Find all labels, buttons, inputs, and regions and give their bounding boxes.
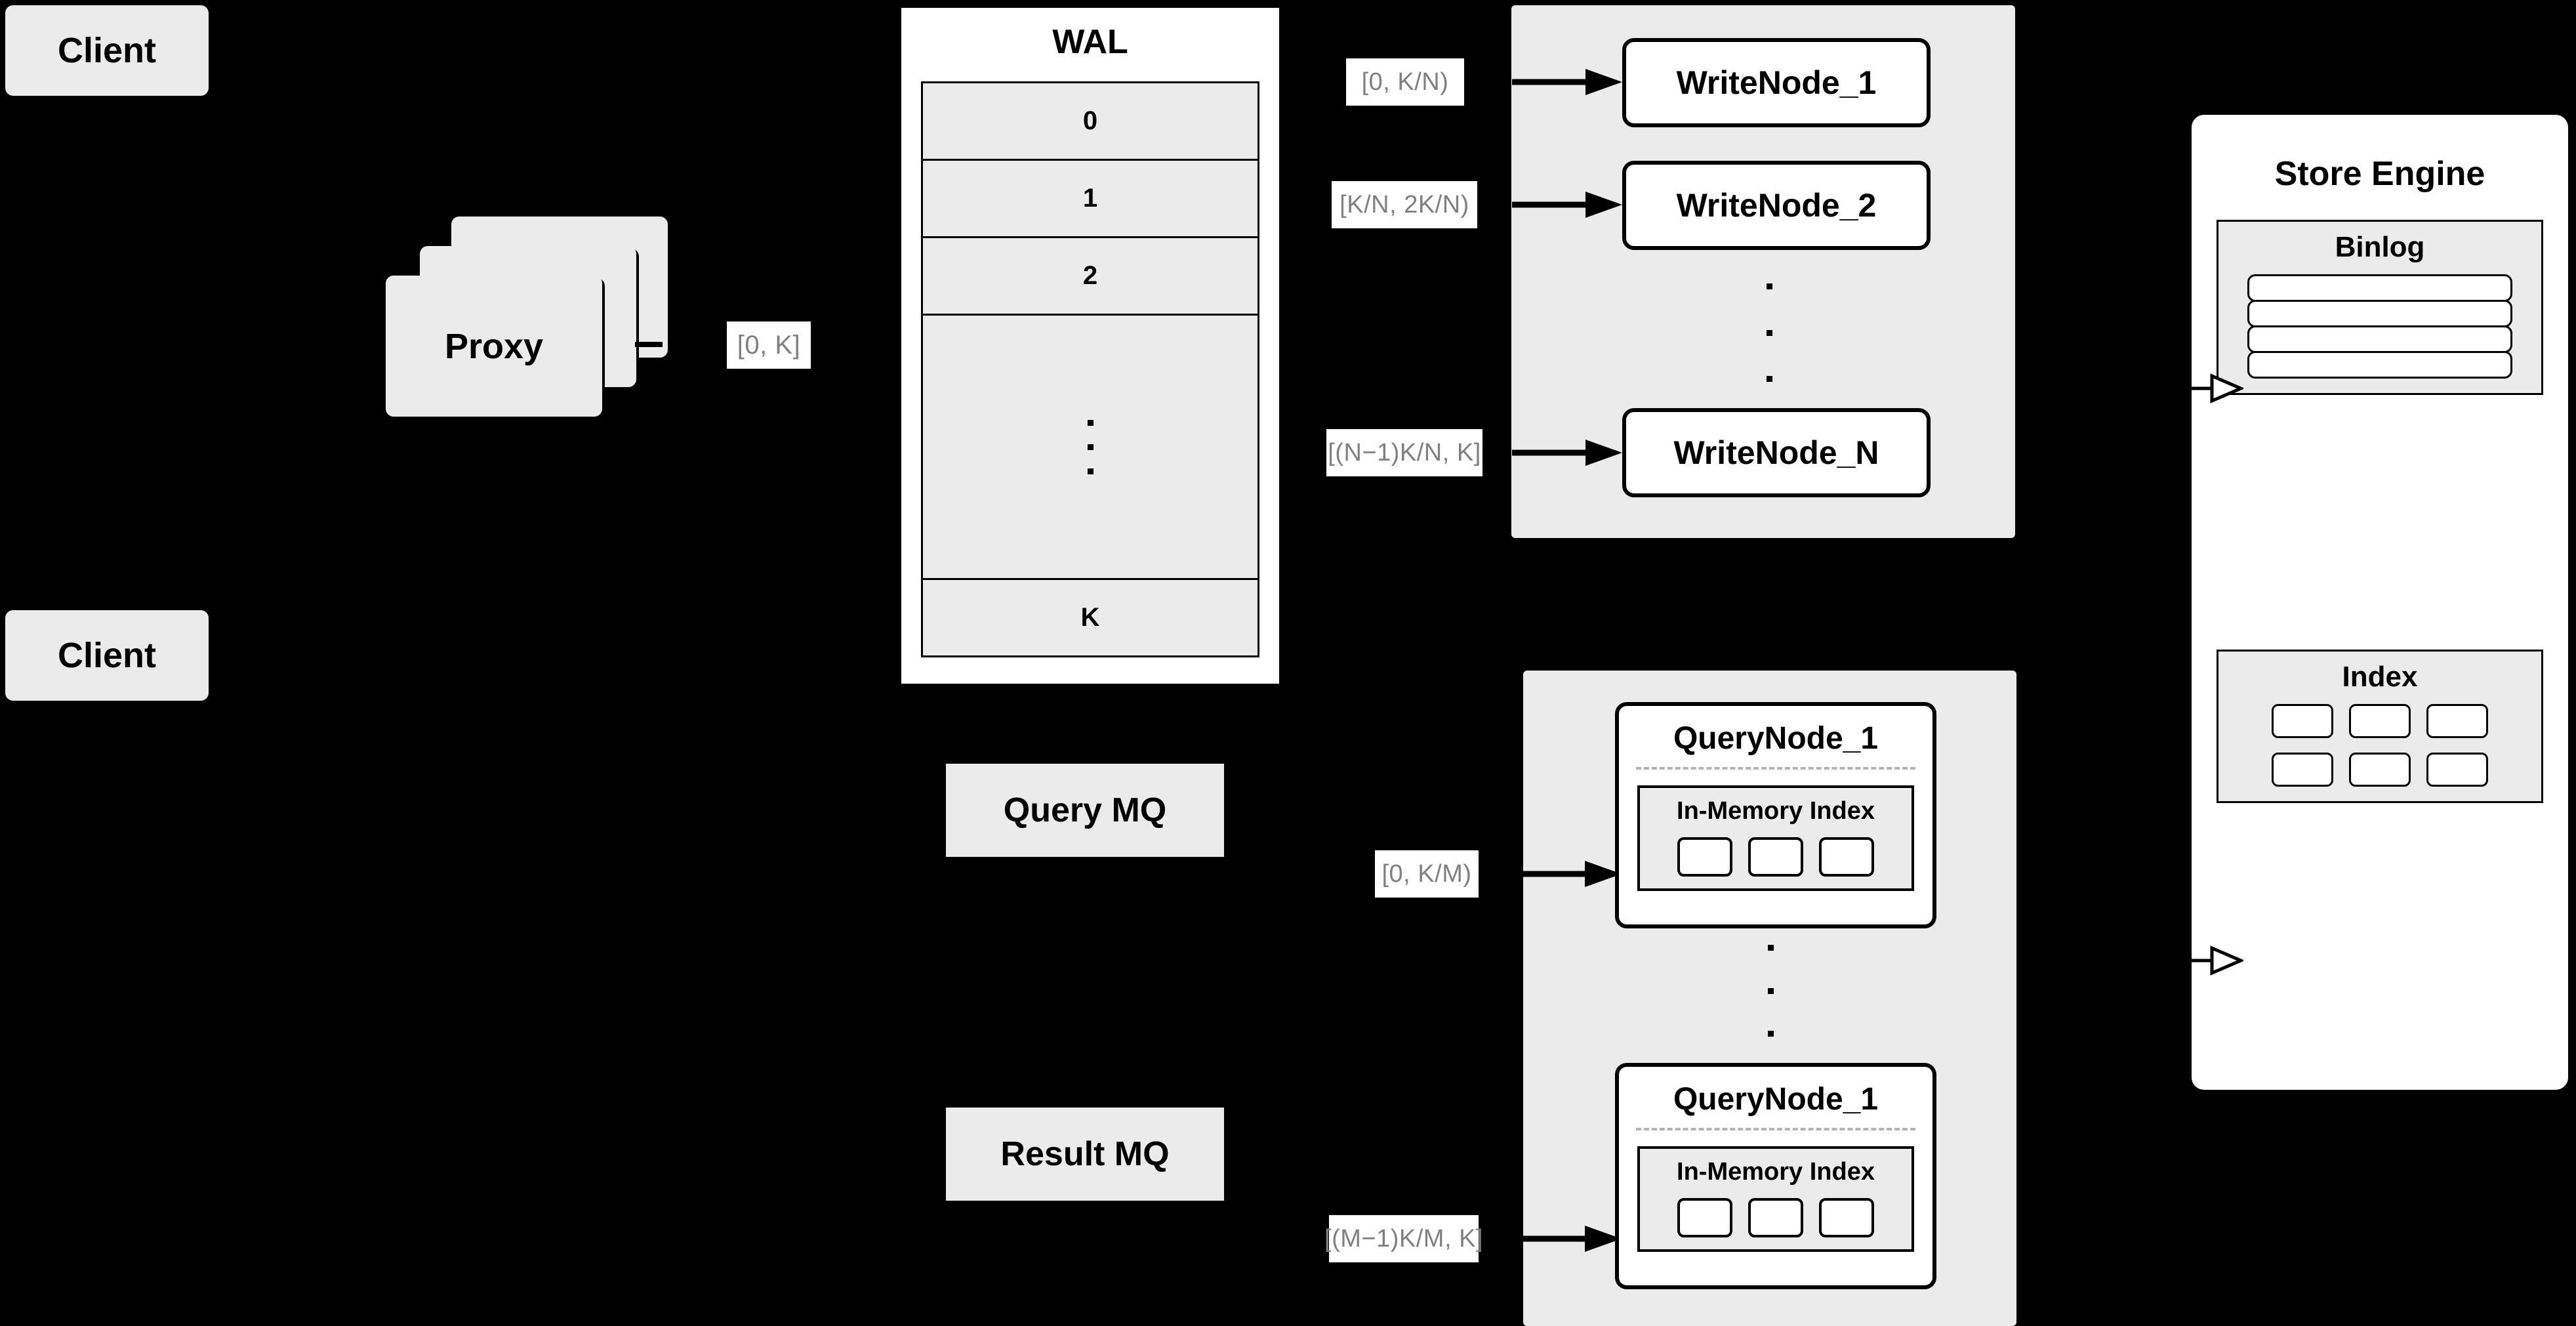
write-cluster-ellipsis bbox=[1765, 283, 1774, 382]
binlog-entry bbox=[2247, 274, 2512, 302]
wal-row: K bbox=[923, 580, 1257, 655]
wal-row: 2 bbox=[923, 238, 1257, 316]
index-title: Index bbox=[2342, 661, 2418, 693]
binlog-entry bbox=[2247, 325, 2512, 353]
write-node-2[interactable]: WriteNode_2 bbox=[1622, 161, 1931, 250]
index-segment bbox=[1677, 837, 1732, 877]
wal-row: 1 bbox=[923, 161, 1257, 238]
binlog-entry bbox=[2247, 351, 2512, 379]
wal-title: WAL bbox=[1052, 23, 1128, 61]
result-mq-label: Result MQ bbox=[1000, 1135, 1170, 1173]
query-node-1-separator bbox=[1636, 767, 1915, 770]
wal-row: 0 bbox=[923, 83, 1257, 161]
write-node-range-label-2: [K/N, 2K/N) bbox=[1332, 181, 1477, 228]
proxy-label: Proxy bbox=[444, 326, 544, 366]
proxy-connector-stub bbox=[635, 342, 663, 347]
query-node-arrow-m bbox=[1477, 1226, 1622, 1252]
index-cell bbox=[2426, 704, 2488, 738]
index-cell bbox=[2272, 753, 2333, 787]
proxy-box[interactable]: Proxy bbox=[386, 276, 602, 417]
write-node-range-label-1: [0, K/N) bbox=[1346, 58, 1464, 106]
index-segment bbox=[1748, 1198, 1803, 1237]
binlog-inbound-arrow bbox=[2178, 373, 2243, 404]
in-memory-index-title-m: In-Memory Index bbox=[1677, 1158, 1875, 1186]
wal-container: WAL 0 1 2 K bbox=[897, 4, 1283, 688]
ellipsis-dot bbox=[1767, 987, 1774, 994]
write-node-1[interactable]: WriteNode_1 bbox=[1622, 38, 1931, 127]
store-engine-title: Store Engine bbox=[2274, 155, 2485, 193]
wal-table: 0 1 2 K bbox=[921, 81, 1259, 657]
query-cluster-ellipsis bbox=[1766, 945, 1775, 1037]
write-node-arrow-2 bbox=[1512, 192, 1622, 218]
store-engine-container: Store Engine Binlog Index bbox=[2187, 110, 2573, 1094]
index-cell bbox=[2426, 753, 2488, 787]
index-inbound-arrow bbox=[2178, 945, 2243, 976]
ellipsis-dot bbox=[1766, 376, 1772, 382]
client-box-2[interactable]: Client bbox=[5, 610, 209, 701]
client-label-2: Client bbox=[57, 636, 156, 675]
client-box-1[interactable]: Client bbox=[5, 5, 209, 96]
query-mq-label: Query MQ bbox=[1003, 791, 1167, 829]
query-node-range-label-1: [0, K/M) bbox=[1375, 850, 1479, 898]
wal-row-ellipsis bbox=[923, 316, 1257, 580]
index-segment bbox=[1748, 837, 1803, 877]
write-node-n[interactable]: WriteNode_N bbox=[1622, 408, 1931, 497]
in-memory-index-panel-m: In-Memory Index bbox=[1637, 1146, 1914, 1252]
query-node-arrow-1 bbox=[1477, 861, 1622, 887]
ellipsis-dot bbox=[1766, 329, 1772, 336]
query-node-1[interactable]: QueryNode_1 In-Memory Index bbox=[1615, 702, 1936, 928]
query-node-m-separator bbox=[1636, 1128, 1915, 1130]
index-panel: Index bbox=[2217, 650, 2543, 803]
binlog-panel: Binlog bbox=[2217, 220, 2543, 395]
result-mq-box[interactable]: Result MQ bbox=[946, 1108, 1224, 1201]
in-memory-index-panel-1: In-Memory Index bbox=[1637, 785, 1914, 891]
in-memory-index-title-1: In-Memory Index bbox=[1677, 797, 1875, 825]
binlog-title: Binlog bbox=[2335, 231, 2425, 263]
query-node-m[interactable]: QueryNode_1 In-Memory Index bbox=[1615, 1063, 1936, 1289]
query-node-range-label-m: [(M−1)K/M, K] bbox=[1324, 1215, 1482, 1262]
ellipsis-dot bbox=[1767, 945, 1774, 951]
index-cell bbox=[2272, 704, 2333, 738]
client-label-1: Client bbox=[57, 31, 156, 70]
ellipsis-dot bbox=[1087, 468, 1094, 474]
write-node-arrow-1 bbox=[1512, 69, 1622, 95]
ellipsis-dot bbox=[1766, 283, 1772, 289]
index-segment bbox=[1677, 1198, 1732, 1237]
write-node-arrow-n bbox=[1512, 440, 1622, 466]
index-segment bbox=[1819, 837, 1874, 877]
query-node-m-title: QueryNode_1 bbox=[1673, 1082, 1879, 1117]
binlog-entry bbox=[2247, 300, 2512, 327]
proxy-range-label: [0, K] bbox=[727, 321, 811, 369]
index-cell bbox=[2349, 753, 2411, 787]
ellipsis-dot bbox=[1087, 444, 1094, 450]
ellipsis-dot bbox=[1087, 419, 1094, 426]
query-mq-box[interactable]: Query MQ bbox=[946, 764, 1224, 857]
write-node-range-label-n: [(N−1)K/N, K] bbox=[1326, 429, 1482, 476]
query-node-1-title: QueryNode_1 bbox=[1673, 721, 1879, 756]
index-segment bbox=[1819, 1198, 1874, 1237]
ellipsis-dot bbox=[1767, 1031, 1774, 1037]
index-cell bbox=[2349, 704, 2411, 738]
